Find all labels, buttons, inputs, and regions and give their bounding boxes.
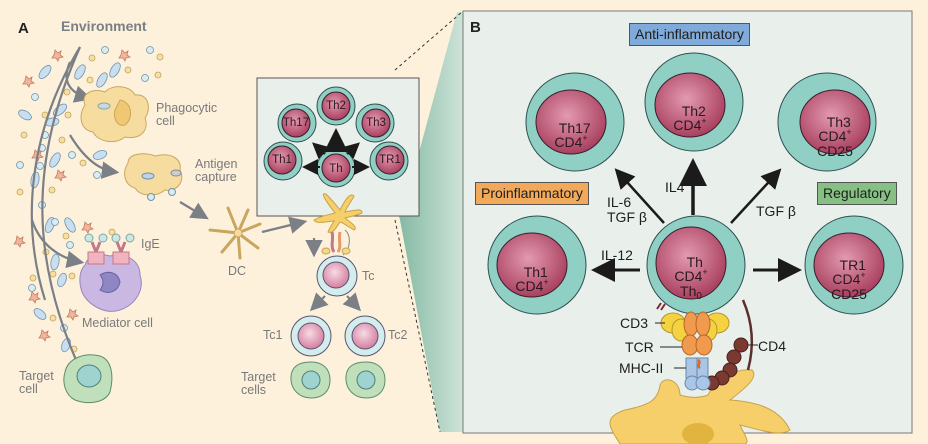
tc1-label: Tc1	[263, 328, 283, 342]
environment-title: Environment	[61, 18, 147, 34]
cell-th2-marker: CD4	[673, 117, 702, 133]
regulatory-label: Regulatory	[817, 182, 897, 205]
tc-label: Tc	[362, 269, 375, 283]
inset-label-th2: Th2	[326, 100, 346, 112]
plus-sign: +	[543, 277, 549, 287]
cell-th0-sub: 0	[696, 290, 702, 302]
cell-tr1-marker: CD4	[832, 271, 861, 287]
plus-sign: +	[582, 133, 588, 143]
phagocytic-cell-label: Phagocytic cell	[156, 101, 218, 128]
cell-th2-name: Th2	[681, 102, 706, 119]
dc-label: DC	[228, 264, 247, 278]
cell-th3-name: Th3	[826, 113, 851, 130]
plus-sign: +	[701, 116, 707, 126]
dendritic-cell-nucleus	[233, 228, 243, 238]
cell-th0-name: Th	[686, 253, 703, 270]
immune-synapse	[609, 299, 791, 444]
target-cell	[63, 354, 113, 404]
panel-b-cells	[487, 52, 904, 315]
panel-b-arrows	[591, 158, 802, 282]
plus-sign: +	[846, 127, 852, 137]
inset-label-th17: Th17	[282, 117, 310, 129]
zoom-wedge	[395, 12, 463, 432]
panel-a-letter: A	[18, 20, 29, 37]
activated-dc	[313, 193, 363, 233]
cell-tr1-extra: CD25	[831, 285, 867, 302]
panel-b-letter: B	[470, 19, 481, 36]
cell-th17-marker: CD4	[554, 134, 583, 150]
cytokine-il4: IL4	[665, 179, 685, 195]
mediator-cell	[79, 233, 142, 312]
proinflammatory-label: Proinflammatory	[475, 182, 589, 205]
inset-label-th3: Th3	[366, 117, 386, 129]
cell-th3-extra: CD25	[817, 142, 853, 159]
antigen-capture-label: Antigen capture	[195, 157, 238, 184]
tc-cells	[290, 255, 386, 357]
receptor-mhc-label: MHC-II	[619, 360, 664, 376]
inset-cells	[263, 86, 409, 188]
target-cell-label: Target cell	[19, 369, 54, 396]
cell-th1-marker: CD4	[515, 278, 544, 294]
dendritic-cell	[208, 206, 262, 260]
cell-th17-name: Th17	[558, 119, 591, 136]
cytokine-il6-tgfb: IL-6 TGF β	[607, 194, 647, 225]
target-cells-label: Target cells	[241, 370, 276, 397]
label-leader-lines	[655, 322, 758, 369]
cytokine-tgfb: TGF β	[756, 203, 796, 219]
plus-sign: +	[860, 270, 866, 280]
receptor-tcr-label: TCR	[625, 339, 654, 355]
cell-tr1-name: TR1	[839, 256, 866, 273]
anti-inflammatory-label: Anti-inflammatory	[629, 23, 750, 46]
zoom-line-top	[394, 11, 463, 71]
phagocytic-cell	[80, 86, 149, 143]
environment-arrows	[30, 46, 361, 384]
cytokine-il12: IL-12	[601, 247, 633, 263]
ige-label: IgE	[141, 237, 160, 251]
antigen-particles	[13, 46, 164, 353]
target-cells-pair	[290, 361, 386, 399]
tc2-label: Tc2	[388, 328, 408, 342]
inset-label-th: Th	[329, 163, 343, 175]
cell-th0-subname: Th	[680, 282, 697, 299]
inset-label-th1: Th1	[272, 154, 292, 166]
antigen-capture-cell	[124, 153, 183, 201]
cell-th0-marker: CD4	[674, 268, 703, 284]
cell-th3-marker: CD4	[818, 128, 847, 144]
receptor-cd3-label: CD3	[620, 315, 649, 331]
plus-sign: +	[702, 267, 708, 277]
synapse-molecules-small	[321, 229, 351, 256]
cell-th1-name: Th1	[523, 263, 548, 280]
mediator-cell-label: Mediator cell	[82, 316, 153, 330]
receptor-cd4-label: CD4	[758, 338, 787, 354]
inset-arrows	[302, 128, 370, 175]
zoom-line-bottom	[394, 219, 441, 433]
inset-label-tr1: TR1	[379, 154, 401, 166]
